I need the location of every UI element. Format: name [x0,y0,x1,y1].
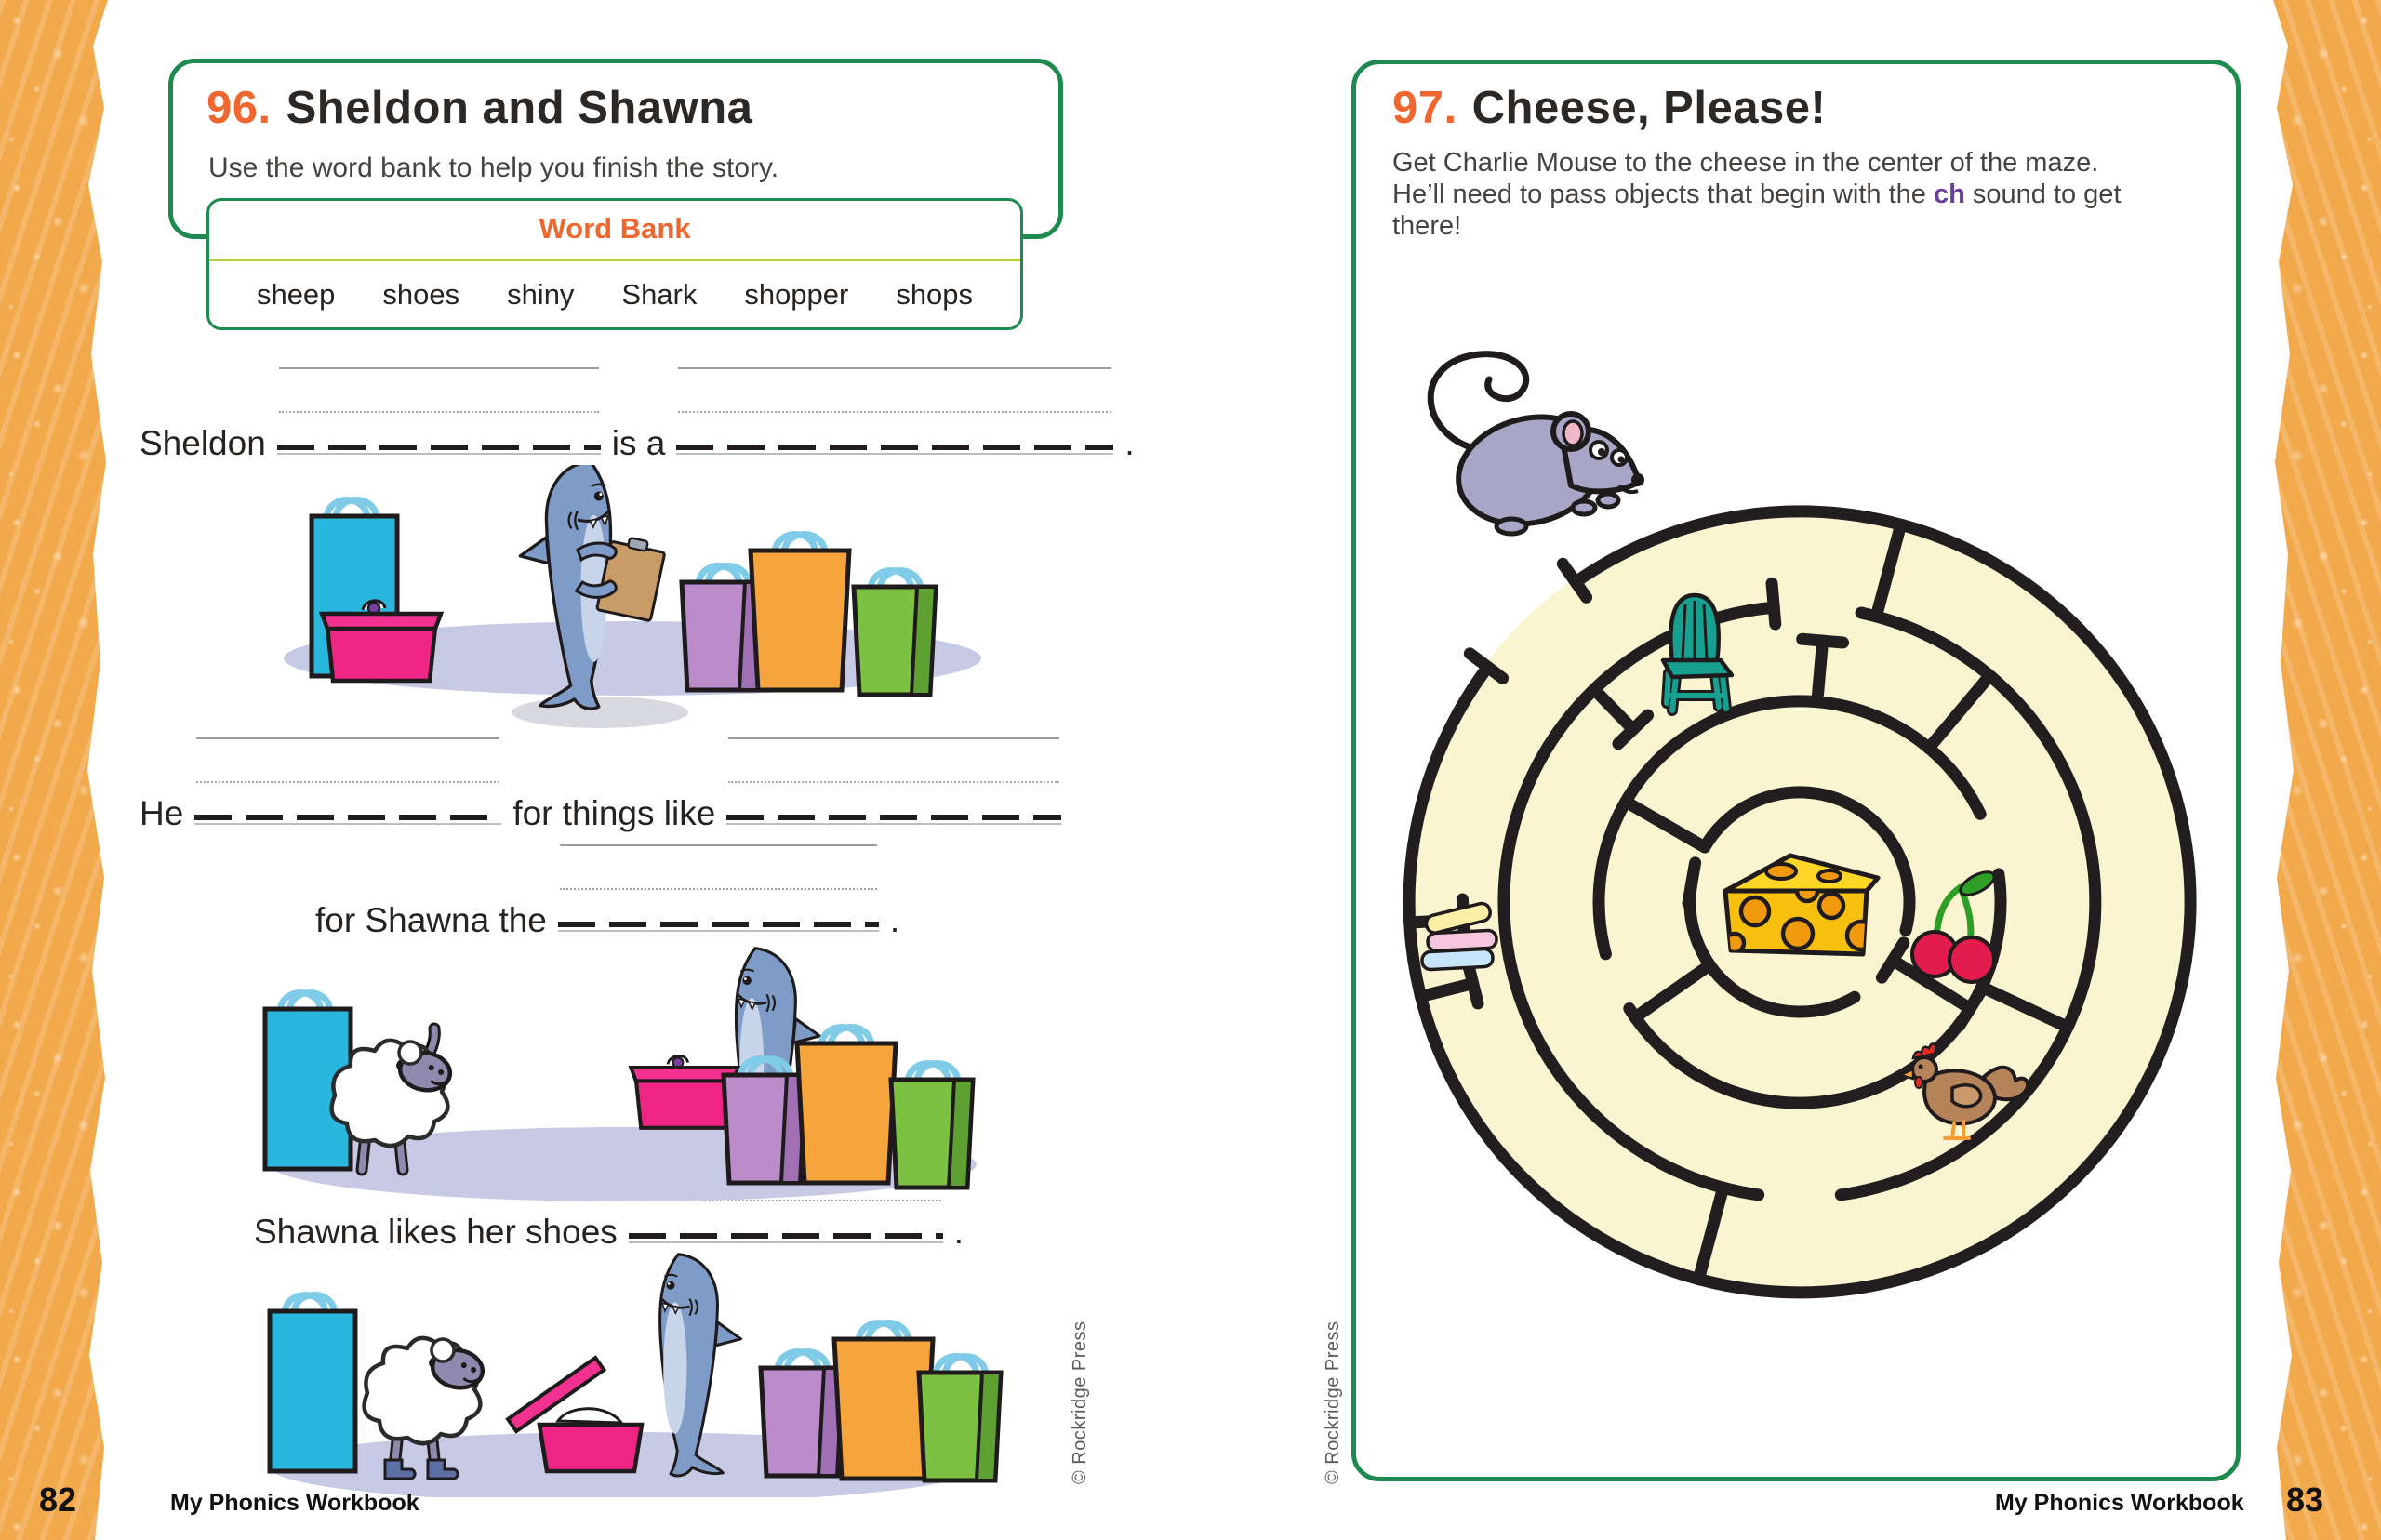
chalk-icon [1420,901,1498,972]
word-bank-word: sheep [256,278,336,311]
illustration-shark-shopping [284,465,981,728]
pink-shoebox-icon [631,1055,738,1127]
sentence-text: He [140,794,184,832]
word-bank-word: shops [896,278,974,311]
green-bag-icon [919,1357,1001,1481]
word-bank-word: shiny [507,278,575,311]
answer-blank [276,367,601,455]
sentence-text: is a [611,424,666,462]
exercise-number: 96. [206,83,272,133]
open-shoebox-icon [505,1355,645,1474]
book-title-right: My Phonics Workbook [1995,1490,2244,1516]
page-number-left: 82 [39,1480,77,1519]
sentence-text: . [889,901,900,939]
word-bank-word: shopper [744,278,849,311]
crayon-border-right [2269,0,2381,1540]
word-bank-word: Shark [621,278,698,311]
illustration-sheep-and-shark [265,947,977,1201]
sentence-2: He for things like [140,737,1072,833]
left-page-title: 96. Sheldon and Shawna [206,82,752,134]
orange-bag-icon [751,535,849,691]
orange-bag-icon [797,1028,896,1184]
sentence-3: for Shawna the. [315,844,899,940]
word-bank-word: shoes [382,278,460,311]
instruction-text: Get Charlie Mouse to the cheese in the c… [1392,148,2099,209]
word-bank-title: Word Bank [209,201,1020,261]
maze-walls [1403,505,2197,1299]
ch-sound-highlight: ch [1933,179,1965,209]
right-page-title: 97. Cheese, Please! [1392,82,1826,134]
cheese-icon [1723,853,1881,957]
crayon-border-left [0,0,108,1540]
sentence-text: for Shawna the [315,901,547,939]
sentence-text: Sheldon [140,424,266,462]
exercise-title: Cheese, Please! [1471,83,1827,133]
copyright-credit-left: © Rockridge Press [1070,1321,1090,1484]
sentence-text: . [953,1213,964,1251]
copyright-credit-right: © Rockridge Press [1323,1321,1343,1484]
answer-blank [676,367,1114,455]
answer-blank [194,737,502,825]
right-instruction: Get Charlie Mouse to the cheese in the c… [1392,147,2148,242]
instruction-text: sound to get there! [1392,179,2122,241]
answer-blank [557,844,879,932]
story-illustrations [233,465,1032,1497]
book-title-left: My Phonics Workbook [170,1490,419,1516]
illustration-sheep-new-shoes [270,1253,1001,1497]
page-number-right: 83 [2286,1480,2324,1519]
green-bag-icon [891,1064,973,1188]
pink-shoebox-icon [322,601,441,681]
shark-icon [518,465,666,710]
sheep-icon [365,1338,486,1480]
exercise-title: Sheldon and Shawna [286,83,753,133]
exercise-number: 97. [1392,83,1457,133]
purple-bag-icon [724,1059,805,1184]
green-bag-icon [854,571,936,696]
word-bank-words: sheep shoes shiny Shark shopper shops [209,261,1020,328]
maze [1403,351,2197,1299]
word-bank: Word Bank sheep shoes shiny Shark shoppe… [206,198,1023,330]
sheep-icon [332,1022,454,1170]
sentence-1: Sheldon is a. [140,367,1135,463]
left-instruction: Use the word bank to help you finish the… [208,153,779,183]
purple-bag-icon [761,1352,843,1477]
answer-blank [726,737,1062,825]
sentence-text: Shawna likes her shoes [254,1213,618,1251]
blue-bag-icon [270,1295,355,1472]
chair-icon [1660,592,1735,716]
sentence-text: . [1124,424,1135,462]
sentence-text: for things like [512,794,716,832]
chicken-icon [1896,1042,2030,1140]
cherries-icon [1910,870,1996,984]
mouse-icon [1427,351,1644,537]
